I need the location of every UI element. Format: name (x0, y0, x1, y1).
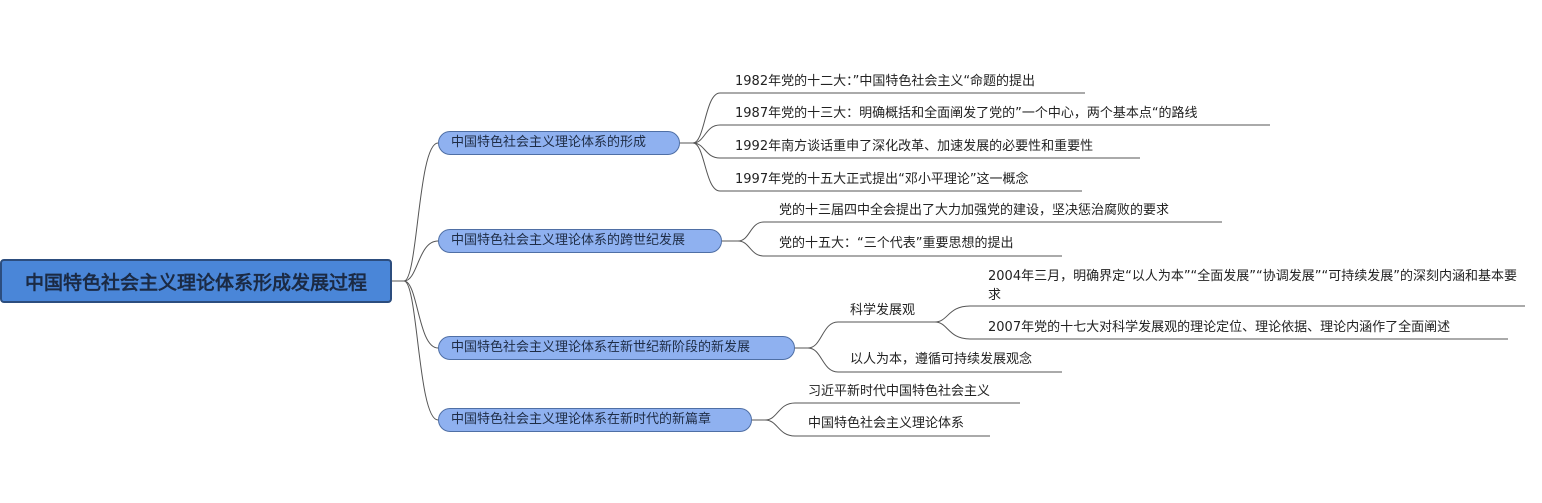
leaf-topic[interactable]: 2007年党的十七大对科学发展观的理论定位、理论依据、理论内涵作了全面阐述 (988, 320, 1451, 335)
leaf-topic[interactable]: 2004年三月，明确界定“以人为本”“全面发展”“协调发展”“可持续发展”的深刻… (988, 269, 1517, 303)
leaf-topic[interactable]: 1982年党的十二大：”中国特色社会主义“命题的提出 (735, 74, 1036, 89)
branch-label: 中国特色社会主义理论体系在新时代的新篇章 (451, 412, 712, 427)
leaf-topic[interactable]: 习近平新时代中国特色社会主义 (808, 384, 991, 399)
branch-new-era[interactable]: 中国特色社会主义理论体系在新时代的新篇章 (438, 408, 752, 432)
branch-label: 中国特色社会主义理论体系的形成 (451, 135, 647, 150)
leaf-topic[interactable]: 中国特色社会主义理论体系 (808, 416, 965, 431)
branch-label: 中国特色社会主义理论体系在新世纪新阶段的新发展 (451, 340, 751, 355)
branch-label: 中国特色社会主义理论体系的跨世纪发展 (451, 233, 686, 248)
subtopic-scientific-outlook[interactable]: 科学发展观 (850, 303, 916, 318)
leaf-topic[interactable]: 1992年南方谈话重申了深化改革、加速发展的必要性和重要性 (735, 139, 1094, 154)
leaf-topic[interactable]: 以人为本，遵循可持续发展观念 (850, 352, 1033, 367)
leaf-topic[interactable]: 党的十三届四中全会提出了大力加强党的建设，坚决惩治腐败的要求 (779, 203, 1170, 218)
leaf-topic[interactable]: 1987年党的十三大：明确概括和全面阐发了党的”一个中心，两个基本点“的路线 (735, 106, 1198, 121)
branch-new-century[interactable]: 中国特色社会主义理论体系在新世纪新阶段的新发展 (438, 336, 795, 360)
leaf-topic[interactable]: 党的十五大：“三个代表”重要思想的提出 (779, 236, 1014, 251)
root-topic[interactable]: 中国特色社会主义理论体系形成发展过程 (0, 259, 392, 303)
branch-cross-century[interactable]: 中国特色社会主义理论体系的跨世纪发展 (438, 229, 722, 253)
root-topic-label: 中国特色社会主义理论体系形成发展过程 (24, 271, 367, 294)
branch-formation[interactable]: 中国特色社会主义理论体系的形成 (438, 131, 680, 155)
leaf-topic[interactable]: 1997年党的十五大正式提出“邓小平理论”这一概念 (735, 172, 1029, 187)
